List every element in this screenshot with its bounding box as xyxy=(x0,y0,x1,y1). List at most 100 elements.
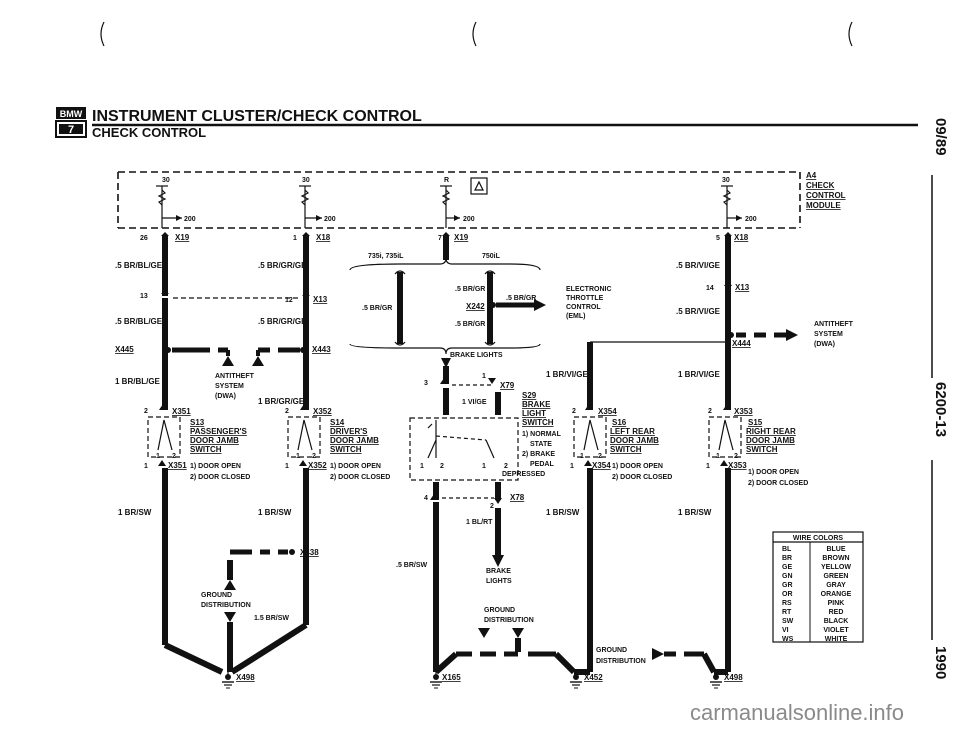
svg-text:30: 30 xyxy=(162,177,170,184)
svg-text:1 VI/GE: 1 VI/GE xyxy=(462,399,487,406)
wire-color-code: OR xyxy=(782,591,793,598)
svg-text:DISTRIBUTION: DISTRIBUTION xyxy=(201,602,251,609)
right-rear-door-circuit: .5 BR/VI/GE 14 X13 .5 BR/VI/GE X444 ANTI… xyxy=(596,232,854,689)
svg-text:1 BR/BL/GE: 1 BR/BL/GE xyxy=(115,377,161,386)
scan-mark xyxy=(472,21,477,47)
svg-text:X242: X242 xyxy=(466,302,485,311)
svg-text:1: 1 xyxy=(285,463,289,470)
svg-text:THROTTLE: THROTTLE xyxy=(566,295,604,302)
wire-color-code: GE xyxy=(782,564,792,571)
svg-text:X353: X353 xyxy=(734,407,753,416)
svg-text:.5 BR/GR: .5 BR/GR xyxy=(506,295,536,302)
module-label: CONTROL xyxy=(806,191,846,200)
svg-text:STATE: STATE xyxy=(530,441,552,448)
svg-text:S29: S29 xyxy=(522,391,537,400)
svg-text:.5 BR/GR: .5 BR/GR xyxy=(455,286,485,293)
module-code: A4 xyxy=(806,171,817,180)
svg-text:1: 1 xyxy=(296,453,300,460)
svg-text:LIGHT: LIGHT xyxy=(522,409,546,418)
svg-text:1: 1 xyxy=(706,463,710,470)
scan-mark xyxy=(848,21,853,47)
svg-text:BRAKE: BRAKE xyxy=(522,400,551,409)
wire-color-name: RED xyxy=(829,609,844,616)
svg-text:LIGHTS: LIGHTS xyxy=(486,578,512,585)
wire-color-code: GR xyxy=(782,582,793,589)
svg-text:2: 2 xyxy=(285,408,289,415)
svg-text:X13: X13 xyxy=(313,295,328,304)
svg-text:7: 7 xyxy=(438,235,442,242)
module-outline xyxy=(117,171,801,229)
wire-color-code: RS xyxy=(782,600,792,607)
wire-color-name: VIOLET xyxy=(823,627,849,634)
svg-text:1: 1 xyxy=(570,463,574,470)
svg-text:GROUND: GROUND xyxy=(596,647,627,654)
svg-text:2: 2 xyxy=(572,408,576,415)
wire-color-name: YELLOW xyxy=(821,564,851,571)
svg-text:RIGHT REAR: RIGHT REAR xyxy=(746,427,796,436)
svg-text:X444: X444 xyxy=(732,339,751,348)
svg-text:200: 200 xyxy=(184,216,196,223)
svg-text:1 BR/VI/GE: 1 BR/VI/GE xyxy=(546,370,588,379)
svg-text:1: 1 xyxy=(482,463,486,470)
svg-text:1: 1 xyxy=(293,235,297,242)
right-rear-door-switch xyxy=(708,416,742,458)
module-label: MODULE xyxy=(806,201,841,210)
svg-text:1.5 BR/SW: 1.5 BR/SW xyxy=(254,615,289,622)
svg-text:X352: X352 xyxy=(308,461,327,470)
wire-colors-title: WIRE COLORS xyxy=(793,535,843,542)
svg-text:1 BR/SW: 1 BR/SW xyxy=(546,508,580,517)
svg-text:ANTITHEFT: ANTITHEFT xyxy=(814,321,854,328)
svg-text:(DWA): (DWA) xyxy=(215,393,236,400)
svg-text:X354: X354 xyxy=(592,461,611,470)
svg-text:X165: X165 xyxy=(442,673,461,682)
svg-text:DOOR JAMB: DOOR JAMB xyxy=(746,436,795,445)
wire-color-code: WS xyxy=(782,636,794,643)
svg-text:X18: X18 xyxy=(734,233,749,242)
svg-text:X498: X498 xyxy=(724,673,743,682)
svg-text:2: 2 xyxy=(734,453,738,460)
module-label: CHECK xyxy=(806,181,835,190)
svg-text:13: 13 xyxy=(140,293,148,300)
svg-text:.5 BR/SW: .5 BR/SW xyxy=(396,562,428,569)
passenger-door-circuit: .5 BR/BL/GE 13 .5 BR/BL/GE X445 1 BR/BL/… xyxy=(115,232,298,675)
svg-text:S16: S16 xyxy=(612,418,627,427)
svg-text:7: 7 xyxy=(68,124,74,136)
svg-text:1: 1 xyxy=(144,463,148,470)
wire-color-code: BR xyxy=(782,555,792,562)
svg-text:.5 BR/BL/GE: .5 BR/BL/GE xyxy=(115,261,163,270)
svg-text:1 BL/RT: 1 BL/RT xyxy=(466,519,493,526)
svg-text:BRAKE: BRAKE xyxy=(486,568,511,575)
svg-text:1) DOOR OPEN: 1) DOOR OPEN xyxy=(190,463,241,470)
svg-text:5: 5 xyxy=(716,235,720,242)
svg-text:S14: S14 xyxy=(330,418,345,427)
svg-text:1: 1 xyxy=(156,453,160,460)
svg-text:X438: X438 xyxy=(300,548,319,557)
svg-text:X443: X443 xyxy=(312,345,331,354)
svg-text:LEFT REAR: LEFT REAR xyxy=(610,427,655,436)
svg-text:X498: X498 xyxy=(236,673,255,682)
svg-text:X19: X19 xyxy=(454,233,469,242)
svg-text:X351: X351 xyxy=(168,461,187,470)
svg-text:.5 BR/BL/GE: .5 BR/BL/GE xyxy=(115,317,163,326)
svg-text:PEDAL: PEDAL xyxy=(530,461,554,468)
svg-text:2) DOOR CLOSED: 2) DOOR CLOSED xyxy=(190,474,250,481)
wire-color-code: BL xyxy=(782,546,792,553)
wire-color-name: GREEN xyxy=(824,573,849,580)
left-rear-door-circuit: 1 BR/VI/GE 2 X354 1 2 S16 LEFT REAR DOOR… xyxy=(546,341,730,689)
svg-text:30: 30 xyxy=(722,177,730,184)
wire-color-name: ORANGE xyxy=(821,591,852,598)
svg-text:DOOR JAMB: DOOR JAMB xyxy=(330,436,379,445)
svg-text:X19: X19 xyxy=(175,233,190,242)
left-rear-door-switch xyxy=(573,416,607,458)
svg-text:BMW: BMW xyxy=(60,109,83,119)
wire-color-name: BROWN xyxy=(822,555,849,562)
svg-text:(EML): (EML) xyxy=(566,313,585,320)
svg-text:2) BRAKE: 2) BRAKE xyxy=(522,451,555,458)
svg-text:.5 BR/GR/GE: .5 BR/GR/GE xyxy=(258,261,307,270)
module-internal-circuits: 30 200 30 200 R 200 30 200 xyxy=(156,177,757,228)
svg-text:1 BR/GR/GE: 1 BR/GR/GE xyxy=(258,397,305,406)
svg-text:.5 BR/GR: .5 BR/GR xyxy=(362,305,392,312)
svg-text:2: 2 xyxy=(708,408,712,415)
svg-text:.5 BR/GR/GE: .5 BR/GR/GE xyxy=(258,317,307,326)
